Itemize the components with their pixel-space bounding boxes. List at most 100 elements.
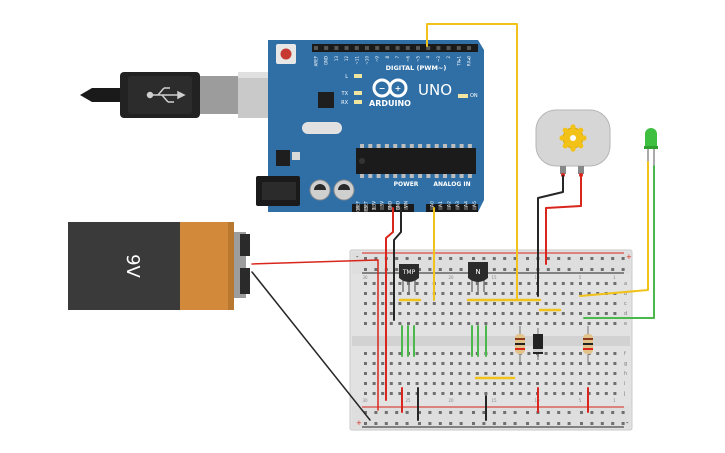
analog-pin-label: A1 (438, 201, 444, 207)
column-number: 20 (448, 275, 454, 280)
row-letter: b (624, 291, 627, 297)
bottom-power-rail[interactable] (352, 406, 630, 428)
tmp-label: TMP (402, 269, 416, 276)
digital-pin-label: AREF (314, 55, 319, 66)
jumper-green[interactable] (401, 325, 415, 357)
top-power-rail[interactable] (352, 252, 630, 274)
row-letter: j (623, 391, 625, 397)
svg-text:−: − (379, 84, 386, 93)
analog-label: ANALOG IN (433, 181, 470, 188)
analog-header[interactable] (426, 204, 478, 212)
jumper-green[interactable] (471, 325, 487, 357)
dc-motor[interactable] (535, 109, 611, 177)
row-letter: i (624, 381, 625, 387)
column-number: 30 (362, 398, 368, 403)
resistor-2[interactable] (583, 326, 593, 362)
svg-text:RX: RX (341, 100, 348, 106)
npn-transistor[interactable]: N (468, 262, 488, 292)
digital-pin-labels: AREF GND 13 12 ~11 ~10 ~9 8 7 ~6 ~5 4 ~3 2 TX▸1 RX◂0 (314, 55, 472, 66)
rail-minus-label: - (626, 419, 629, 427)
wire-black-gnd[interactable] (393, 207, 402, 321)
wires[interactable] (251, 23, 655, 421)
row-letter: a (624, 281, 627, 287)
row-letter: h (624, 371, 627, 377)
resistor-1[interactable] (515, 326, 525, 362)
svg-text:L: L (345, 74, 348, 80)
digital-header[interactable] (312, 44, 478, 52)
digital-pin-label: ~5 (416, 56, 421, 62)
arduino-uno-board[interactable]: AREF GND 13 12 ~11 ~10 ~9 8 7 ~6 ~5 4 ~3 2 TX▸1 RX◂0 DI… (256, 40, 484, 214)
breadboard-holes[interactable] (364, 257, 625, 425)
analog-pin-label: A3 (455, 201, 461, 207)
digital-pin-label: ~11 (354, 56, 359, 65)
column-number: 15 (491, 275, 497, 280)
digital-pin-label: 2 (446, 56, 451, 59)
digital-pin-label: ~6 (405, 56, 410, 62)
power-pin-label: IOREF (356, 200, 361, 213)
wire-yellow-led[interactable] (579, 161, 649, 297)
column-number: 1 (613, 275, 616, 280)
arduino-logo: − + ARDUINO (369, 78, 411, 108)
power-pin-label: GND (396, 201, 401, 210)
power-pin-label: GND (388, 201, 393, 210)
analog-pin-label: A5 (472, 201, 478, 207)
digital-pin-label: ~10 (365, 56, 370, 65)
digital-label: DIGITAL (PWM~) (386, 64, 447, 72)
microcontroller-chip (356, 144, 476, 178)
wire-green-led[interactable] (583, 165, 655, 319)
battery-terminal-positive[interactable] (240, 234, 250, 256)
wire-red-motor[interactable] (545, 175, 582, 265)
row-letter: e (624, 321, 627, 327)
column-number: 5 (579, 398, 582, 403)
tmp36-sensor[interactable]: TMP (399, 264, 419, 292)
analog-pin-label: A0 (430, 201, 436, 207)
digital-pin-label: 12 (344, 56, 349, 62)
arduino-logo-text: ARDUINO (369, 99, 411, 108)
power-pin-label: 5V (380, 201, 385, 207)
power-pin-label: 3.3V (372, 201, 377, 210)
wire-red-battery[interactable] (251, 259, 379, 411)
digital-pin-label: ~9 (375, 56, 380, 62)
wire-yellow-digital[interactable] (426, 23, 518, 301)
digital-pin-label: RX◂0 (467, 56, 472, 67)
diode[interactable] (533, 328, 543, 360)
digital-header-holes (314, 46, 471, 50)
on-label: ON (470, 93, 478, 99)
power-label: POWER (394, 181, 419, 188)
digital-pin-label: 13 (334, 56, 339, 62)
rail-plus-label: + (356, 419, 362, 427)
battery-terminal-negative[interactable] (240, 268, 250, 294)
green-led[interactable] (644, 128, 658, 166)
status-leds: L TX RX (341, 74, 362, 106)
wire-black-motor[interactable] (537, 175, 564, 297)
wire-black-battery[interactable] (251, 271, 371, 421)
digital-pin-label: ~3 (436, 56, 441, 62)
power-pin-label: RESET (364, 200, 369, 213)
digital-pin-label: TX▸1 (456, 56, 461, 67)
board-model: UNO (418, 81, 452, 99)
usb-cable[interactable] (80, 72, 298, 118)
digital-pin-label: GND (324, 56, 329, 65)
power-pin-label: VIN (404, 201, 409, 208)
digital-pin-label: 4 (426, 56, 431, 59)
usb-icon (146, 87, 186, 103)
wire-red-5v[interactable] (385, 207, 394, 401)
row-letter: d (624, 311, 627, 317)
digital-pin-label: 8 (385, 56, 390, 59)
transistor-label: N (475, 268, 480, 276)
rail-minus-label: - (356, 253, 359, 261)
digital-pin-label: 7 (395, 56, 400, 59)
analog-pin-label: A2 (447, 201, 453, 207)
row-letter: g (624, 361, 627, 367)
analog-pin-label: A4 (464, 201, 470, 207)
column-number: 1 (613, 398, 616, 403)
svg-text:TX: TX (341, 91, 349, 97)
column-number: 15 (491, 398, 497, 403)
column-number: 25 (405, 398, 411, 403)
battery-9v[interactable]: 9V (68, 222, 250, 310)
svg-text:+: + (395, 84, 402, 93)
